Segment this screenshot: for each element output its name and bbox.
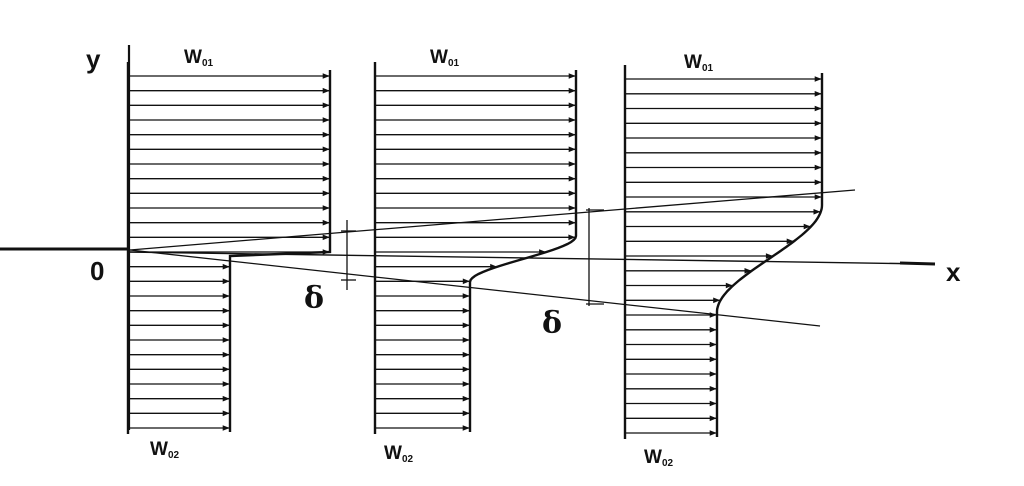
origin-label: 0 xyxy=(90,256,104,286)
lower-boundary-line xyxy=(129,249,821,327)
delta-markers xyxy=(341,208,604,306)
velocity-profiles xyxy=(126,62,824,439)
profile-2-envelope xyxy=(468,70,578,432)
delta-1-label: δ xyxy=(304,281,324,316)
velocity-profile-3 xyxy=(623,65,824,439)
profile-1-bottom-label: W02 xyxy=(150,439,179,461)
profile-3-top-label: W01 xyxy=(684,52,713,74)
upper-boundary-line xyxy=(129,189,856,251)
delta-2-label: δ xyxy=(542,306,562,341)
profile-3-envelope xyxy=(715,73,824,437)
profile-1-envelope xyxy=(228,70,332,432)
velocity-profile-2 xyxy=(373,62,578,434)
velocity-profile-1 xyxy=(126,62,332,434)
profile-2-bottom-label: W02 xyxy=(384,443,413,465)
x-axis-arrow-tail xyxy=(899,261,936,266)
profile-2-top-label: W01 xyxy=(430,47,459,69)
mixing-layer-boundaries xyxy=(129,189,856,327)
profile-1-top-label: W01 xyxy=(184,47,213,69)
y-axis-label: y xyxy=(86,44,101,74)
profile-3-bottom-label: W02 xyxy=(644,447,673,469)
x-axis-label: x xyxy=(946,257,961,287)
